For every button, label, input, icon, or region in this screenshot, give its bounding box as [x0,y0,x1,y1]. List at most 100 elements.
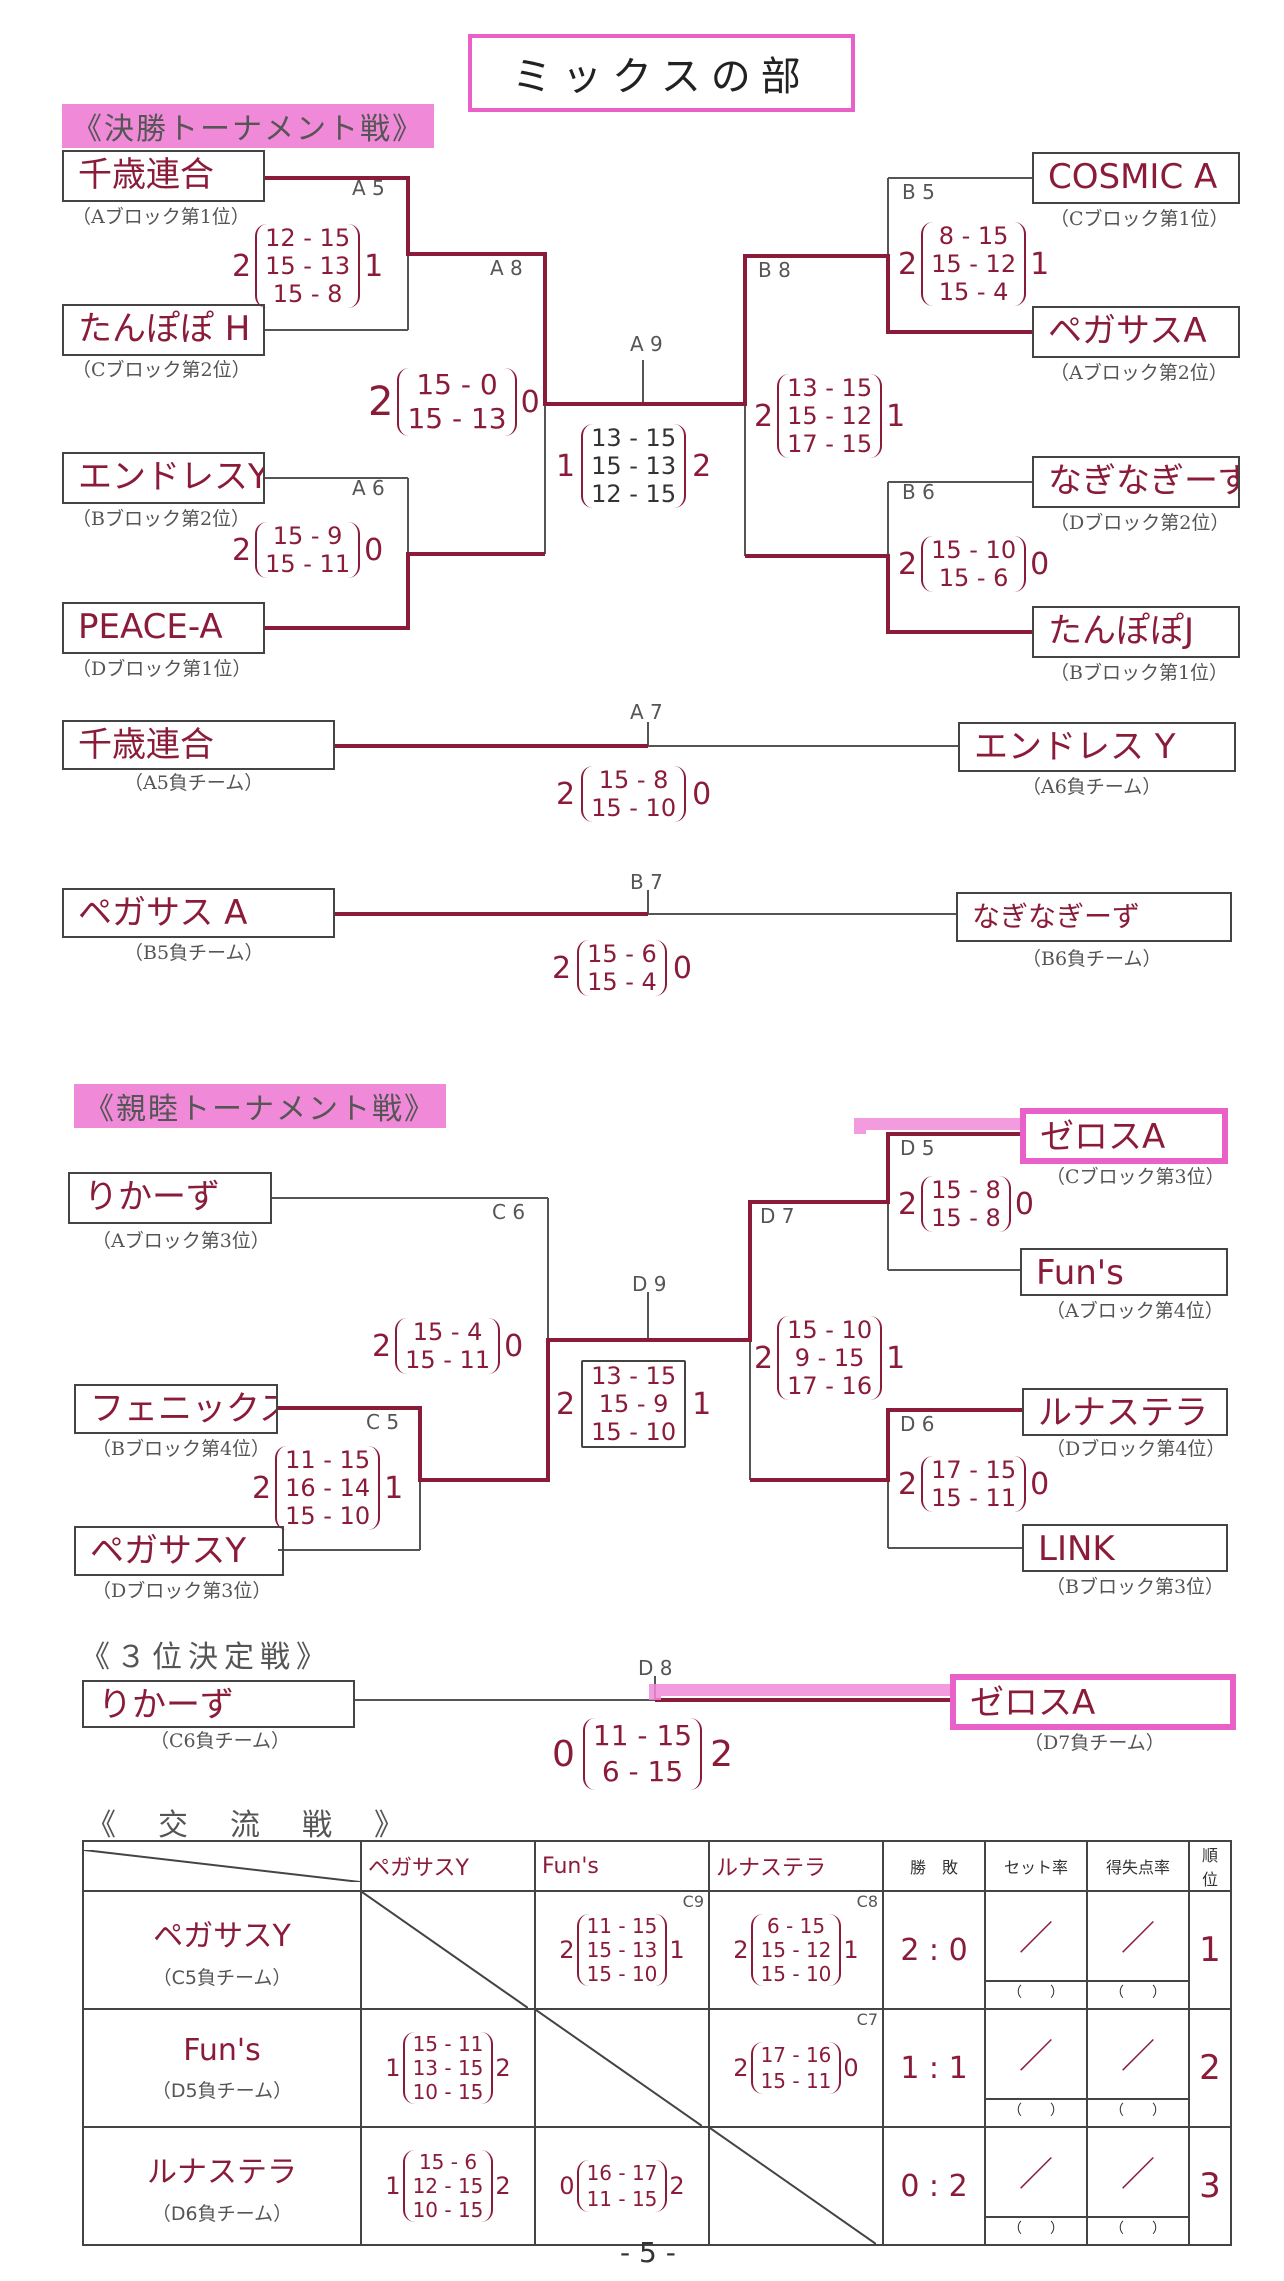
score-d6-right: 0 [1030,1466,1050,1502]
row-1-cell-2-set-1: 11 - 15 [586,1914,658,1938]
b7-left-team: ペガサス A [62,888,335,938]
match-label-d8: D 8 [638,1656,673,1680]
team-sub-final-7: （Dブロック第2位） [1050,512,1230,534]
row-3-record: 0 : 2 [882,2126,986,2246]
match-label-a7: A 7 [630,700,663,724]
team-box-friend-6: ルナステラ [1022,1388,1228,1436]
score-a7-set-2: 15 - 10 [591,794,677,822]
score-c5-right: 1 [384,1470,404,1506]
row-1-cell-3-set-3: 15 - 10 [760,1962,832,1986]
section-final-tournament: 《決勝トーナメント戦》 [62,104,434,148]
score-a5-set-2: 15 - 13 [265,252,351,280]
score-a5-left: 2 [232,248,252,284]
match-label-a6: A 6 [352,476,385,500]
team-sub-friend-3: （Dブロック第3位） [92,1580,272,1602]
score-b7-right: 0 [672,950,692,986]
score-d6-set-1: 17 - 15 [931,1456,1017,1484]
score-b7-set-1: 15 - 6 [587,940,657,968]
score-c5-set-2: 16 - 14 [285,1474,371,1502]
row-3-set-rate-cell: ／ （ ） [984,2126,1088,2246]
a7-left-sub: （A5負チーム） [124,772,264,794]
row-1-record: 2 : 0 [882,1890,986,2010]
score-d5-left: 2 [898,1186,918,1222]
row-1-cell-3-left: 2 [733,1936,749,1964]
row-3-set-rate: ／ [986,2134,1086,2218]
row-1-cell-2-left: 2 [559,1936,575,1964]
team-sub-friend-5: （Aブロック第4位） [1046,1300,1224,1322]
score-a8-right: 0 [520,384,540,420]
diag-line-3 [710,2128,876,2244]
row-1-point-rate-cell: ／ （ ） [1086,1890,1190,2010]
row-2-point-rate-cell: ／ （ ） [1086,2008,1190,2128]
team-box-final-1: 千歳連合 [62,150,265,202]
row-2-cell-3-left: 2 [733,2054,749,2082]
match-label-b6: B 6 [902,480,935,504]
row-1-sub: （C5負チーム） [152,1966,292,1989]
row-1-team: ペガサスY [153,1918,291,1954]
section-third-place: 《３位決定戦》 [80,1640,332,1675]
team-sub-final-2: （Cブロック第2位） [72,359,251,381]
score-d9-left: 2 [556,1386,576,1422]
score-a5-right: 1 [364,248,384,284]
b7-left-sub: （B5負チーム） [124,942,264,964]
row-1-cell-2-set-3: 15 - 10 [586,1962,658,1986]
b7-right-sub: （B6負チーム） [1022,948,1162,970]
row-2-cell-3-set-1: 17 - 16 [760,2043,832,2067]
row-2-rank: 2 [1188,2008,1232,2128]
third-left-team: りかーず [82,1680,355,1728]
score-b6-left: 2 [898,546,918,582]
score-d9-set-3: 15 - 10 [591,1418,677,1446]
team-sub-final-6: （Aブロック第2位） [1050,362,1228,384]
row-2-diag [534,2008,710,2128]
row-1-cell-3-label: C8 [856,1892,878,1911]
match-label-c6: C 6 [492,1200,526,1224]
score-a5-set-3: 15 - 8 [272,280,343,308]
score-a7-right: 0 [692,776,712,812]
header-rank: 順 位 [1188,1840,1234,1892]
row-3-cell-2-right: 2 [669,2172,685,2200]
team-box-friend-2: フェニックスA [74,1384,278,1434]
third-left-sub: （C6負チーム） [150,1730,291,1752]
header-col-1: ペガサスY [360,1840,536,1892]
third-right-sub: （D7負チーム） [1024,1732,1165,1754]
score-b5-set-1: 8 - 15 [938,222,1009,250]
score-b5-set-3: 15 - 4 [938,278,1009,306]
score-b6-set-2: 15 - 6 [938,564,1009,592]
a7-right-sub: （A6負チーム） [1022,776,1162,798]
row-2-point-paren: （ ） [1110,2103,1166,2119]
row-1-cell-2-right: 1 [669,1936,685,1964]
score-b5-left: 2 [898,246,918,282]
score-c6-right: 0 [504,1328,524,1364]
team-sub-final-1: （Aブロック第1位） [72,206,250,228]
row-2-cell-1-set-2: 13 - 15 [412,2056,484,2080]
row-1-cell-3-set-2: 15 - 12 [760,1938,832,1962]
row-2-set-paren: （ ） [1008,2103,1064,2119]
exchange-table: ペガサスY Fun's ルナステラ 勝 敗 セット率 得失点率 順 位 ペガサス… [82,1840,1234,2246]
team-box-friend-7: LINK [1022,1524,1228,1572]
diag-line-2 [536,2010,702,2126]
score-b7-left: 2 [552,950,572,986]
match-label-a8: A 8 [490,256,523,280]
team-box-final-5: COSMIC A [1032,152,1240,204]
score-d5-set-1: 15 - 8 [931,1176,1001,1204]
score-a7-left: 2 [556,776,576,812]
row-1-cell-3-set-1: 6 - 15 [766,1914,826,1938]
team-sub-final-8: （Bブロック第1位） [1050,662,1229,684]
row-3-sub: （D6負チーム） [151,2202,293,2225]
team-box-final-3: エンドレスY [62,452,265,504]
team-sub-friend-1: （Aブロック第3位） [92,1230,270,1252]
row-2-team-cell: Fun's （D5負チーム） [82,2008,362,2128]
team-box-final-4: PEACE-A [62,602,265,654]
score-c5-left: 2 [252,1470,272,1506]
row-2-cell-1-set-3: 10 - 15 [412,2080,484,2104]
